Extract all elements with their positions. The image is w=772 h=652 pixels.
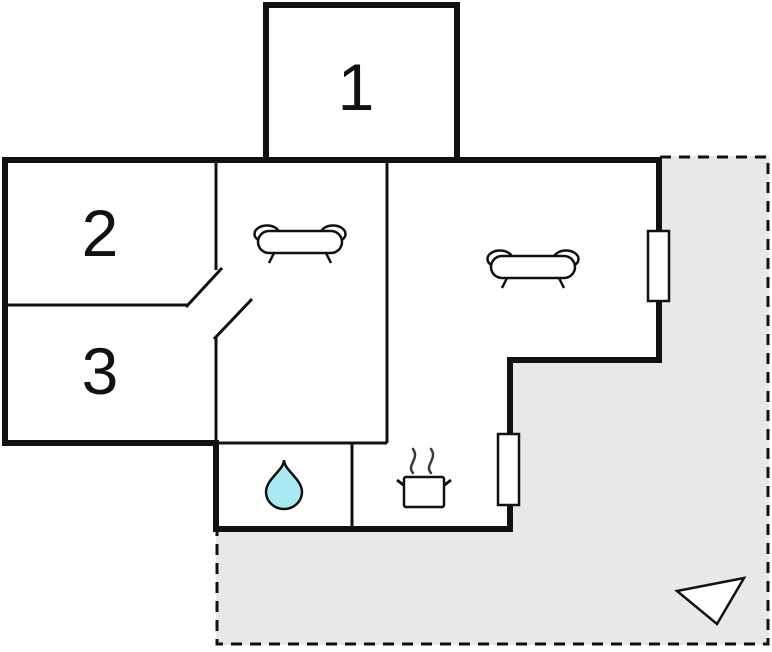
room-3-label: 3	[82, 334, 119, 408]
compass-arrow-icon	[674, 576, 747, 626]
sofa-icon	[486, 249, 580, 289]
door-opening-notch	[184, 266, 224, 309]
window-icon	[646, 229, 671, 303]
door-opening-notch	[212, 297, 254, 341]
sofa-icon	[253, 224, 347, 264]
room-1-label: 1	[338, 50, 375, 124]
pot-body	[402, 475, 446, 509]
terrace-dashed-border	[215, 155, 770, 646]
steam-icon	[427, 447, 435, 475]
water-drop-icon	[264, 459, 304, 511]
steam-icon	[409, 447, 417, 475]
interior-walls	[5, 160, 389, 529]
window-icon	[496, 432, 521, 507]
cooking-pot-icon	[396, 447, 452, 509]
exterior-walls	[2, 157, 662, 532]
room-2-label: 2	[82, 196, 119, 270]
terrace-area	[215, 155, 770, 646]
room-1-outline	[263, 2, 460, 163]
terrace-fill	[216, 156, 769, 645]
